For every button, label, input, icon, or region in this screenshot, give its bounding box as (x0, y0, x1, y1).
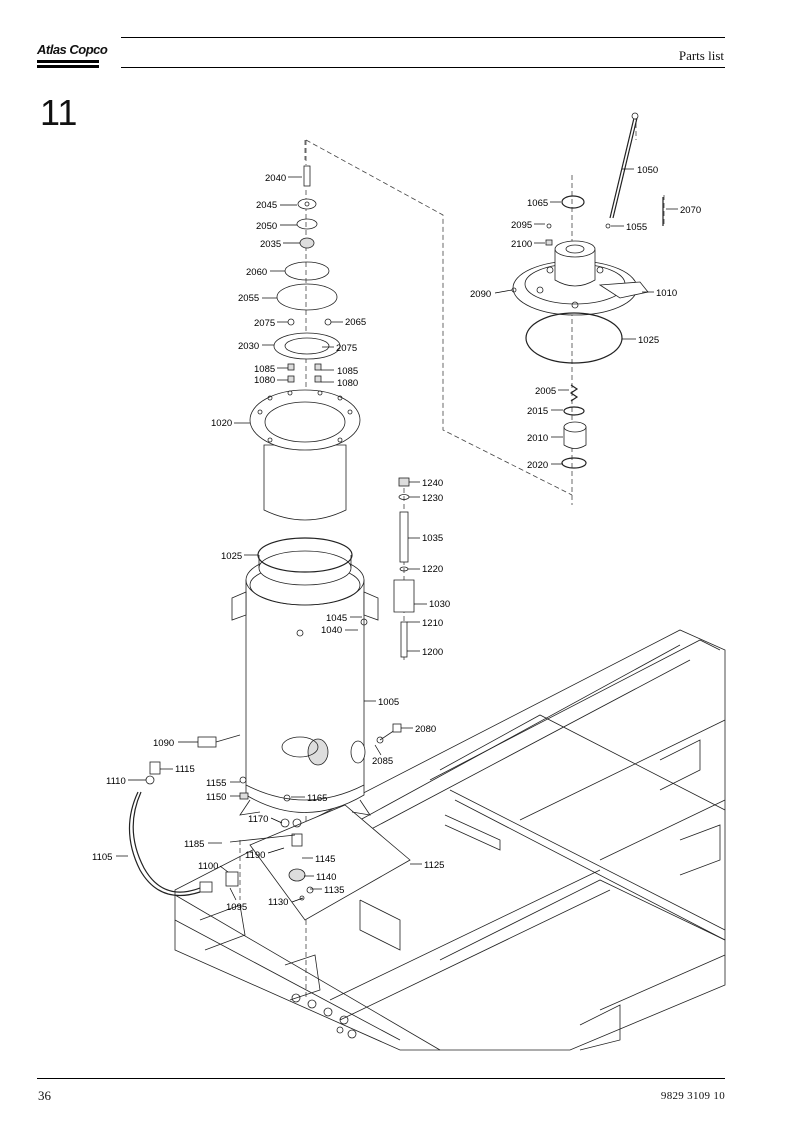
callout-2060: 2060 (246, 267, 267, 278)
header-rule-bottom (121, 67, 725, 68)
callout-1010: 1010 (656, 288, 677, 299)
callout-1115: 1115 (175, 764, 195, 775)
callout-1040: 1040 (321, 625, 342, 636)
callout-1055: 1055 (626, 222, 647, 233)
callout-2020: 2020 (527, 460, 548, 471)
callout-1080-a: 1080 (254, 375, 275, 386)
callout-1150: 1150 (206, 792, 226, 803)
callout-1020: 1020 (211, 418, 232, 429)
callout-1220: 1220 (422, 564, 443, 575)
callout-1130: 1130 (268, 897, 288, 908)
callout-2100: 2100 (511, 239, 532, 250)
cover-stack (273, 165, 341, 383)
callout-2040: 2040 (265, 173, 286, 184)
document-number: 9829 3109 10 (660, 1090, 725, 1102)
callout-1185: 1185 (184, 839, 204, 850)
callout-1025-a: 1025 (221, 551, 242, 562)
callout-1095: 1095 (226, 902, 247, 913)
logo-bar-top (37, 60, 99, 63)
callout-1240: 1240 (422, 478, 443, 489)
callout-2065: 2065 (345, 317, 366, 328)
callout-2075-b: 2075 (336, 343, 357, 354)
callout-1230: 1230 (422, 493, 443, 504)
callout-1100: 1100 (198, 861, 218, 872)
callout-1135: 1135 (324, 885, 344, 896)
vessel-1005 (231, 550, 379, 816)
flange-sleeve-1020 (249, 389, 361, 521)
callout-2010: 2010 (527, 433, 548, 444)
callout-2050: 2050 (256, 221, 277, 232)
base-frame (174, 629, 726, 1051)
callout-1035: 1035 (422, 533, 443, 544)
callout-1190: 1190 (245, 850, 265, 861)
callout-1025-b: 1025 (638, 335, 659, 346)
callout-2070: 2070 (680, 205, 701, 216)
header-rule-top (121, 37, 725, 38)
callout-1140: 1140 (316, 872, 336, 883)
callout-1170: 1170 (248, 814, 268, 825)
callout-2085: 2085 (372, 756, 393, 767)
page-number: 36 (38, 1088, 51, 1103)
callout-1050: 1050 (637, 165, 658, 176)
callout-1105: 1105 (92, 852, 112, 863)
callout-1005: 1005 (378, 697, 399, 708)
callout-1125: 1125 (424, 860, 444, 871)
callout-1145: 1145 (315, 854, 335, 865)
callout-1065: 1065 (527, 198, 548, 209)
footer-rule (37, 1078, 725, 1079)
callout-1155: 1155 (206, 778, 226, 789)
leader-lines (116, 168, 678, 903)
callout-1090: 1090 (153, 738, 174, 749)
callout-2030: 2030 (238, 341, 259, 352)
callout-1110: 1110 (106, 776, 126, 787)
callout-2095: 2095 (511, 220, 532, 231)
callout-2075-a: 2075 (254, 318, 275, 329)
callout-2035: 2035 (260, 239, 281, 250)
callout-1200: 1200 (422, 647, 443, 658)
atlas-copco-logo: Atlas Copco (37, 42, 108, 68)
brand-wordmark: Atlas Copco (37, 42, 108, 57)
page-title: Parts list (678, 48, 724, 63)
callout-2015: 2015 (527, 406, 548, 417)
callout-1045: 1045 (326, 613, 347, 624)
callout-labels: 2040 2045 2050 2035 2060 2055 2075 2065 … (92, 165, 701, 913)
callout-1085-a: 1085 (254, 364, 275, 375)
callout-2090: 2090 (470, 289, 491, 300)
callout-1165: 1165 (307, 793, 327, 804)
callout-1080-b: 1080 (337, 378, 358, 389)
callout-2080: 2080 (415, 724, 436, 735)
top-cover-assembly-1010 (511, 112, 664, 469)
callout-2055: 2055 (238, 293, 259, 304)
base-plate (249, 804, 411, 921)
section-number: 11 (40, 92, 78, 133)
piping-assembly (128, 723, 402, 901)
logo-bar-bottom (37, 65, 99, 68)
callout-1085-b: 1085 (337, 366, 358, 377)
callout-1030: 1030 (429, 599, 450, 610)
bracket-bolt-stack (360, 477, 415, 658)
callout-2005: 2005 (535, 386, 556, 397)
callout-1210: 1210 (422, 618, 443, 629)
callout-2045: 2045 (256, 200, 277, 211)
